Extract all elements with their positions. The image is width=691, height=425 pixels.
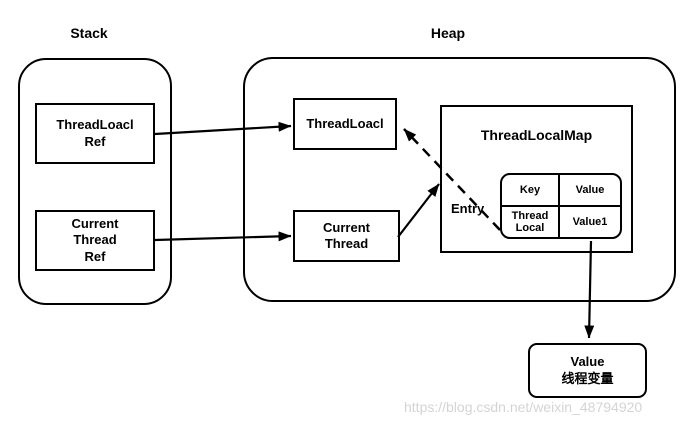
current-thread-ref-box: Current Thread Ref <box>35 210 155 271</box>
entry-table-value-cell: Value1 <box>572 215 608 228</box>
threadlocal-ref-box: ThreadLoacl Ref <box>35 103 155 164</box>
stack-section-label: Stack <box>70 25 108 41</box>
value-box: Value 线程变量 <box>528 343 647 398</box>
threadlocalmap-title: ThreadLocalMap <box>480 127 593 143</box>
entry-table-key-header: Key <box>502 175 560 207</box>
watermark-url: https://blog.csdn.net/weixin_48794920 <box>404 399 643 415</box>
heap-section-label: Heap <box>430 25 466 41</box>
heap-container <box>243 57 676 302</box>
entry-table: Key Value Thread Local Value1 <box>500 173 622 239</box>
current-thread-object-box: Current Thread <box>293 210 400 262</box>
threadlocal-object-box: ThreadLoacl <box>293 98 397 150</box>
entry-table-key-cell: Thread Local <box>502 207 560 237</box>
stack-container <box>18 58 172 305</box>
entry-table-value-header: Value <box>560 175 620 207</box>
entry-label: Entry <box>451 201 485 216</box>
